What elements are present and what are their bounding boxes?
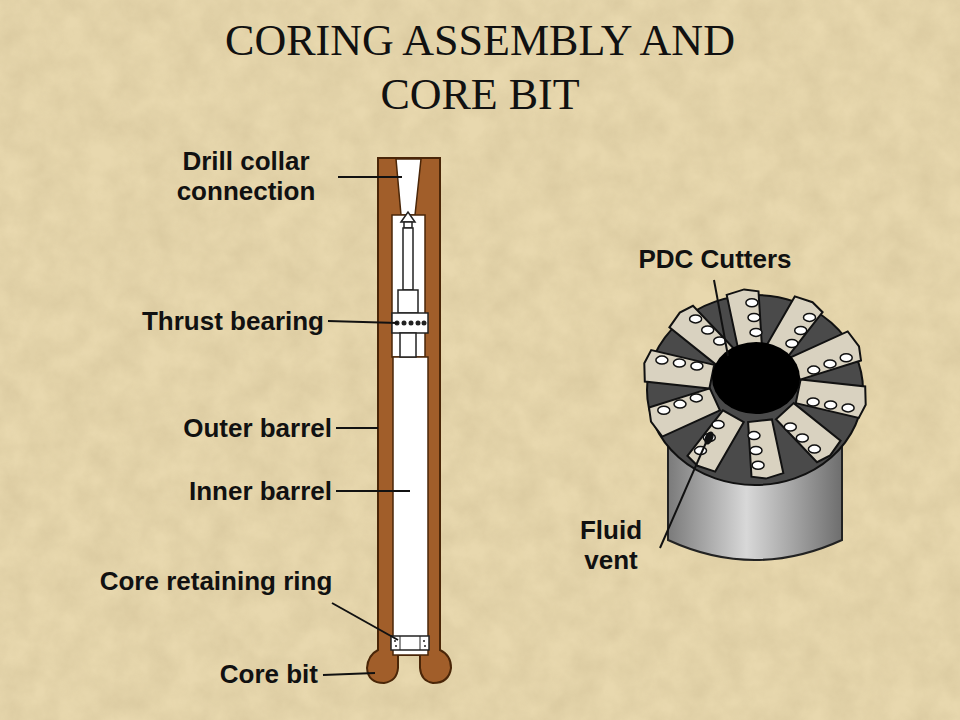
- part-label: Core bit: [60, 659, 318, 689]
- title: CORING ASSEMBLY AND CORE BIT: [220, 14, 740, 122]
- part-label: Outer barrel: [60, 413, 332, 443]
- part-label: Fluid vent: [556, 515, 666, 575]
- part-label: Drill collar connection: [156, 146, 336, 206]
- part-label: Inner barrel: [60, 476, 332, 506]
- part-label: Core retaining ring: [96, 566, 336, 596]
- part-label: Thrust bearing: [60, 306, 324, 336]
- part-label: PDC Cutters: [600, 244, 830, 274]
- core-bit-illustration: [644, 289, 865, 560]
- coring-assembly: [367, 158, 451, 683]
